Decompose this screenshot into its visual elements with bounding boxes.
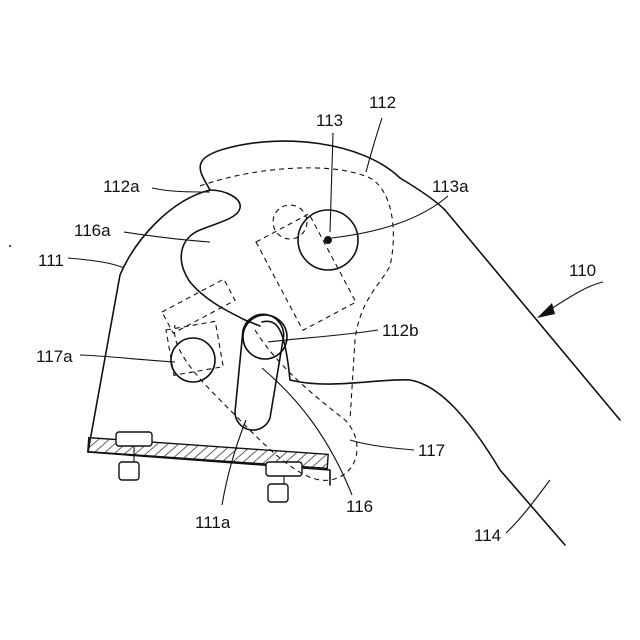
leader-117 xyxy=(350,440,414,450)
leader-112a xyxy=(152,188,210,192)
hook-slot-112a xyxy=(181,190,260,326)
stray-dot xyxy=(9,245,11,247)
arm-112-outline xyxy=(200,141,620,420)
hidden-circle-small xyxy=(273,205,307,239)
leader-113 xyxy=(330,133,333,232)
label-113a: 113a xyxy=(432,177,469,196)
arrowhead-110 xyxy=(537,303,555,318)
label-112a: 112a xyxy=(103,177,140,196)
label-111a: 111a xyxy=(195,513,231,532)
label-116a: 116a xyxy=(74,221,111,240)
hidden-rect-large xyxy=(256,214,356,330)
bolt-right xyxy=(266,462,302,502)
label-114: 114 xyxy=(474,526,501,545)
leader-112b xyxy=(268,330,378,342)
pivot-113a-center xyxy=(324,236,332,244)
leader-112 xyxy=(366,118,382,172)
label-112: 112 xyxy=(369,93,396,112)
label-117: 117 xyxy=(418,441,445,460)
leader-114 xyxy=(506,480,550,533)
leader-117a xyxy=(80,355,175,362)
label-110: 110 xyxy=(569,261,596,280)
leader-113a xyxy=(332,196,448,238)
label-111: 111 xyxy=(38,251,64,270)
leader-116a xyxy=(124,232,210,242)
hidden-rect-small xyxy=(162,279,235,333)
label-117a: 117a xyxy=(36,347,73,366)
label-116: 116 xyxy=(346,497,373,516)
label-112b: 112b xyxy=(382,321,419,340)
leader-111 xyxy=(68,258,124,268)
slot-111a xyxy=(235,314,284,430)
label-113: 113 xyxy=(316,111,343,130)
link-114-outline xyxy=(262,321,565,545)
